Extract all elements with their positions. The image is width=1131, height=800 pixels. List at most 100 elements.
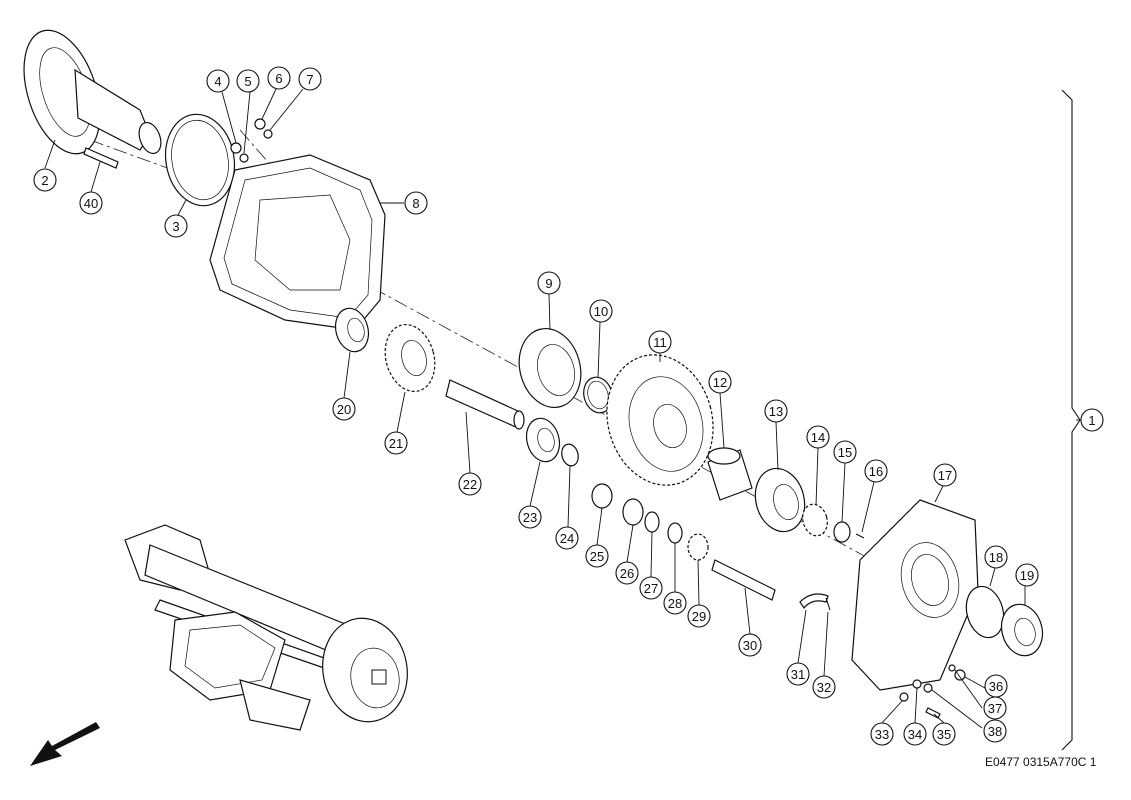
svg-text:7: 7 — [306, 72, 313, 87]
part-21-gear — [384, 323, 436, 393]
svg-text:37: 37 — [988, 701, 1002, 716]
part-15-plate — [833, 521, 851, 543]
callout-17: 17 — [933, 463, 957, 487]
svg-text:1: 1 — [1088, 413, 1095, 428]
svg-text:32: 32 — [817, 680, 831, 695]
part-12-sleeve — [707, 447, 753, 501]
svg-text:26: 26 — [620, 566, 634, 581]
part-32-screw — [825, 597, 831, 611]
part-28-ring — [667, 522, 683, 544]
part-19-end-cap — [1000, 603, 1044, 657]
svg-text:38: 38 — [988, 724, 1002, 739]
axle-assembly-overview — [124, 524, 408, 731]
callout-40: 40 — [79, 191, 103, 215]
svg-text:12: 12 — [713, 375, 727, 390]
svg-text:9: 9 — [545, 276, 552, 291]
part-29-pinion — [687, 533, 709, 561]
part-24-ring — [561, 443, 579, 467]
svg-text:23: 23 — [523, 510, 537, 525]
callout-15: 15 — [833, 440, 857, 464]
callout-24: 24 — [555, 526, 579, 550]
callout-9: 9 — [537, 271, 561, 295]
callout-2: 2 — [33, 168, 57, 192]
svg-text:40: 40 — [84, 196, 98, 211]
part-25-bearing — [591, 483, 613, 509]
part-18-o-ring — [965, 585, 1005, 639]
svg-text:36: 36 — [989, 679, 1003, 694]
part-17-cover — [851, 499, 979, 691]
part-27-o-ring — [644, 511, 660, 533]
svg-text:10: 10 — [594, 304, 608, 319]
callout-5: 5 — [236, 69, 260, 93]
callout-32: 32 — [812, 675, 836, 699]
svg-text:6: 6 — [275, 71, 282, 86]
callout-18: 18 — [984, 545, 1008, 569]
svg-text:19: 19 — [1020, 568, 1034, 583]
svg-text:29: 29 — [692, 609, 706, 624]
svg-text:5: 5 — [244, 74, 251, 89]
svg-text:24: 24 — [560, 531, 574, 546]
callout-34: 34 — [903, 722, 927, 746]
callout-23: 23 — [518, 505, 542, 529]
svg-text:16: 16 — [869, 464, 883, 479]
drawing-reference-code: E0477 0315A770C 1 — [985, 755, 1097, 769]
callout-35: 35 — [932, 722, 956, 746]
svg-text:11: 11 — [653, 335, 667, 350]
callout-8: 8 — [404, 191, 428, 215]
callout-30: 30 — [738, 633, 762, 657]
callout-26: 26 — [615, 561, 639, 585]
callout-4: 4 — [206, 69, 230, 93]
part-9-large-bearing — [518, 327, 582, 409]
svg-text:28: 28 — [668, 596, 682, 611]
svg-text:20: 20 — [337, 402, 351, 417]
callout-22: 22 — [458, 472, 482, 496]
callout-16: 16 — [864, 459, 888, 483]
part-26-bearing — [622, 498, 644, 526]
callout-12: 12 — [708, 370, 732, 394]
part-30-output-shaft — [711, 559, 776, 601]
svg-text:8: 8 — [412, 196, 419, 211]
svg-text:17: 17 — [938, 468, 952, 483]
callout-29: 29 — [687, 604, 711, 628]
part-10-snap-ring — [583, 376, 613, 414]
svg-text:2: 2 — [41, 173, 48, 188]
callout-3: 3 — [164, 214, 188, 238]
svg-text:27: 27 — [644, 581, 658, 596]
callout-31: 31 — [786, 662, 810, 686]
callout-21: 21 — [384, 431, 408, 455]
svg-text:4: 4 — [214, 74, 221, 89]
callout-14: 14 — [806, 425, 830, 449]
callout-10: 10 — [589, 299, 613, 323]
callout-37: 37 — [983, 696, 1007, 720]
callout-27: 27 — [639, 576, 663, 600]
svg-text:15: 15 — [838, 445, 852, 460]
part-40-bolt — [83, 147, 119, 169]
part-23-bearing — [525, 417, 561, 463]
callout-6: 6 — [267, 66, 291, 90]
svg-text:30: 30 — [743, 638, 757, 653]
svg-text:31: 31 — [791, 667, 805, 682]
callout-38: 38 — [983, 719, 1007, 743]
svg-text:14: 14 — [811, 430, 825, 445]
part-11-large-gear — [606, 354, 714, 486]
part-14-lock-washer — [802, 503, 828, 537]
part-16-screw — [855, 533, 865, 539]
part-31-retainer — [799, 593, 829, 610]
svg-text:18: 18 — [989, 550, 1003, 565]
callouts: 1 2 3 4 5 6 7 8 9 10 11 12 13 14 15 16 1… — [33, 66, 1104, 746]
callout-25: 25 — [585, 544, 609, 568]
svg-text:21: 21 — [389, 436, 403, 451]
parts-4-7-small-fittings — [230, 118, 273, 163]
part-3-seal-ring — [164, 113, 236, 207]
svg-text:3: 3 — [172, 219, 179, 234]
part-13-bearing — [754, 467, 806, 533]
svg-text:33: 33 — [875, 727, 889, 742]
svg-text:25: 25 — [590, 549, 604, 564]
callout-28: 28 — [663, 591, 687, 615]
svg-text:22: 22 — [463, 477, 477, 492]
svg-text:34: 34 — [908, 727, 922, 742]
callout-13: 13 — [764, 399, 788, 423]
callout-20: 20 — [332, 397, 356, 421]
callout-1: 1 — [1080, 408, 1104, 432]
